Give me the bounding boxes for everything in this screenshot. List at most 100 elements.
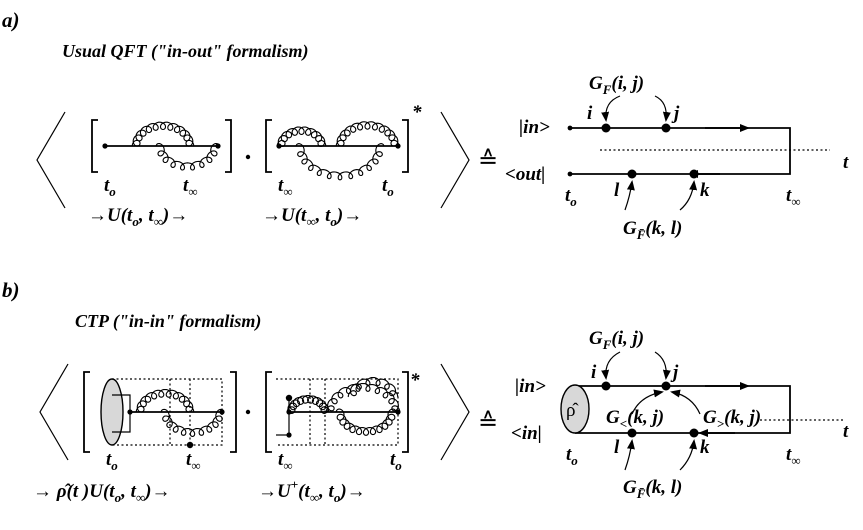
antifeynman-propagator-label: GF̄(k, l) [623, 218, 682, 242]
vertex [219, 409, 225, 415]
vertex [127, 409, 133, 415]
gluon-loop-top [135, 388, 195, 413]
vertex [285, 394, 293, 402]
vertex-k [689, 428, 699, 438]
point-j-label: j [671, 103, 680, 124]
left-angle-bracket [36, 111, 66, 209]
in-state-label: |in> [519, 117, 550, 138]
point-j-label: j [670, 362, 679, 383]
section-a: a) Usual QFT ("in-out" formalism) to t∞ [2, 8, 849, 242]
time-axis-label: t [843, 152, 849, 173]
contour-b: ρ̂ |in> <in| t i j l k to t∞ GF(i, j) G<… [511, 328, 849, 501]
tinf-label: t∞ [278, 449, 293, 473]
left-square-bracket [91, 119, 98, 173]
point-k-label: k [700, 180, 710, 201]
t0-label: to [382, 175, 394, 199]
evolution-operator-right: →U+(t∞, to)→ [258, 477, 366, 505]
propagator-arrow [679, 180, 698, 211]
gluon-loop-top [131, 121, 195, 147]
time-axis-label: t [843, 421, 849, 442]
time-contour [570, 127, 791, 175]
contour-t0-label: to [566, 444, 578, 468]
t0-label: to [104, 175, 116, 199]
contour-t0-label: to [565, 185, 577, 209]
vertex [215, 143, 221, 149]
conjugate-star: * [412, 102, 422, 123]
left-square-bracket [265, 119, 272, 173]
evolution-operator-left: →U(to, t∞)→ [88, 205, 188, 229]
propagator-arrow [601, 95, 621, 122]
gluon-loop-left [286, 394, 330, 414]
equivalence-symbol: ≙ [478, 410, 498, 436]
propagator-arrow [624, 439, 635, 471]
vertex-l [627, 428, 637, 438]
vertex-i [601, 123, 611, 133]
contour-a: |in> <out| t i j l k to t∞ GF(i, j) GF̄(… [505, 73, 849, 242]
greater-propagator-label: G>(k, j) [703, 407, 761, 431]
right-diagram-a: * t∞ to [265, 102, 422, 199]
contour-end [567, 171, 573, 177]
propagator-arrow [624, 180, 635, 211]
in-state-label: |in> [515, 376, 546, 397]
gluon-loop-bottom [155, 142, 220, 171]
feynman-propagator-label: GF(i, j) [589, 328, 644, 352]
section-b: b) CTP ("in-in" formalism) to t∞ [2, 278, 849, 505]
less-propagator-label: G<(k, j) [606, 407, 664, 431]
propagator-arrow [670, 389, 701, 415]
left-diagram-a: to t∞ [91, 119, 232, 199]
vertex-l [627, 169, 637, 179]
gluon-loop-bottom [295, 143, 385, 181]
equivalence-symbol: ≙ [478, 148, 498, 174]
right-angle-bracket [440, 363, 470, 461]
gluon-loop-top [335, 121, 400, 147]
rho-symbol: ρ̂ [566, 400, 578, 421]
feynman-propagator-label: GF(i, j) [589, 73, 644, 97]
contour-start [567, 125, 573, 131]
point-k-label: k [700, 437, 710, 458]
point-i-label: i [591, 362, 597, 383]
dot-product [245, 154, 251, 160]
left-diagram-b: to t∞ [83, 371, 237, 473]
tinf-label: t∞ [278, 175, 293, 199]
density-matrix-ellipse [560, 384, 590, 434]
right-square-bracket [402, 371, 409, 453]
gluon-loop-left [276, 126, 327, 147]
gluon-loop-bottom [335, 408, 397, 436]
t0-label: to [390, 449, 402, 473]
propagator-arrow [631, 389, 664, 415]
point-l-label: l [614, 437, 620, 458]
right-square-bracket [402, 119, 409, 173]
point-i-label: i [587, 103, 593, 124]
vertex-j [661, 381, 671, 391]
right-angle-bracket [440, 111, 470, 209]
antifeynman-propagator-label: GF̄(k, l) [623, 477, 682, 501]
vertex-k [689, 169, 699, 179]
vertex [286, 432, 292, 438]
dotted-contour [112, 378, 223, 446]
propagator-arrow [654, 351, 671, 380]
right-square-bracket [230, 371, 237, 453]
bra-in-state-label: <in| [511, 423, 542, 444]
evolution-operator-right: →U(t∞, to)→ [262, 205, 362, 229]
density-matrix-ellipse [100, 378, 124, 446]
propagator-arrow [654, 95, 671, 122]
left-square-bracket [83, 371, 90, 453]
contour-tinf-label: t∞ [786, 185, 801, 209]
conjugate-star: * [410, 370, 420, 391]
section-b-caption: CTP ("in-in" formalism) [75, 311, 261, 332]
gluon-loop-top [325, 382, 401, 413]
propagator-arrow [601, 351, 621, 380]
tinf-label: t∞ [183, 175, 198, 199]
evolution-operator-left: → ρ̂(t )U(to, t∞)→ [33, 481, 170, 505]
tinf-label: t∞ [186, 449, 201, 473]
right-diagram-b: * t∞ to [265, 370, 420, 473]
gluon-loop-extra [347, 376, 399, 398]
out-state-label: <out| [505, 164, 545, 185]
vertex-i [601, 381, 611, 391]
left-angle-bracket [39, 363, 69, 461]
vertex-j [661, 123, 671, 133]
left-square-bracket [265, 371, 272, 453]
dot-product [245, 409, 251, 415]
contour-tinf-label: t∞ [786, 444, 801, 468]
